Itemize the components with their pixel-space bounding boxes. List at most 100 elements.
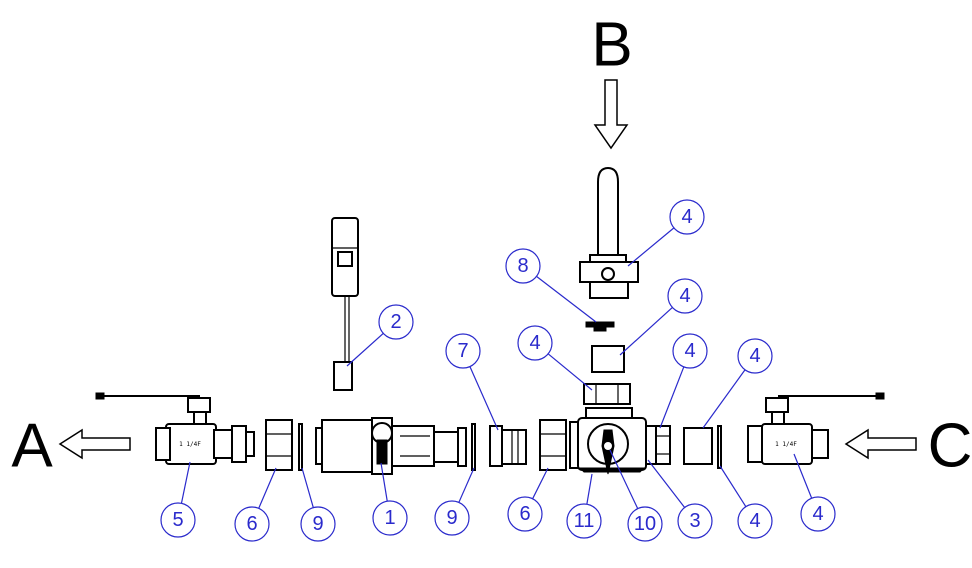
callout-number: 6: [246, 513, 257, 535]
callout-c-6-left: 6: [234, 506, 270, 542]
callout-c-11: 11: [566, 503, 602, 539]
callout-circle: [378, 304, 414, 340]
callout-c-4-nut: 4: [667, 278, 703, 314]
leader-c-10: [609, 449, 639, 509]
callout-c-2: 2: [378, 304, 414, 340]
callout-c-4-top: 4: [669, 199, 705, 235]
leader-c-3: [647, 459, 686, 508]
callout-circle: [566, 503, 602, 539]
callout-circle: [800, 496, 836, 532]
callout-number: 4: [749, 510, 760, 532]
callout-circle: [507, 496, 543, 532]
leader-c-6-left: [258, 467, 277, 509]
callout-circle: [737, 503, 773, 539]
callout-number: 8: [517, 255, 528, 277]
callout-c-5: 5: [160, 502, 196, 538]
leader-c-4-gasket: [719, 465, 747, 507]
callout-number: 5: [172, 509, 183, 531]
callout-number: 4: [679, 285, 690, 307]
callout-circle: [672, 333, 708, 369]
callout-number: 4: [684, 340, 695, 362]
letter-b: B: [591, 11, 632, 80]
callout-number: 3: [689, 510, 700, 532]
leader-c-6-right: [532, 467, 549, 500]
left-hex-nut: [265, 419, 293, 471]
callout-c-6-right: 6: [507, 496, 543, 532]
callout-number: 4: [529, 332, 540, 354]
arrow-down-b: [593, 79, 629, 150]
leader-c-4-tail-right: [702, 369, 746, 429]
leader-c-9-left: [301, 467, 314, 508]
leader-c-9-right: [458, 467, 475, 503]
leader-c-4-tail: [547, 353, 593, 391]
callout-c-4-ring: 4: [672, 333, 708, 369]
right-tail-piece: [683, 427, 713, 465]
callout-number: 6: [519, 503, 530, 525]
leader-c-4-ring: [659, 366, 685, 429]
callout-circle: [434, 500, 470, 536]
callout-leaders: [180, 227, 813, 509]
callout-c-3: 3: [677, 503, 713, 539]
right-hex-nut: [539, 419, 567, 471]
circulation-pump: [315, 417, 467, 475]
right-ball-valve: 1 1/4F: [747, 392, 885, 465]
mixing-valve: [569, 407, 659, 475]
callout-c-4-gasket: 4: [737, 503, 773, 539]
callout-number: 11: [574, 510, 595, 532]
leader-c-2: [346, 332, 384, 367]
leader-c-1: [380, 462, 388, 502]
callout-c-4-tail: 4: [517, 325, 553, 361]
left-valve-marking: 1 1/4F: [179, 441, 201, 448]
callout-circle: [300, 506, 336, 542]
arrow-left-a: [58, 428, 131, 460]
callout-circle: [669, 199, 705, 235]
callout-circle: [505, 248, 541, 284]
top-ball-valve: [579, 166, 639, 299]
callout-number: 7: [457, 340, 468, 362]
callout-circle: [677, 503, 713, 539]
callout-circle: [160, 502, 196, 538]
top-hex-nut: [583, 383, 631, 405]
callout-number: 9: [312, 513, 323, 535]
leader-c-4-top: [627, 227, 675, 267]
left-ball-valve: 1 1/4F: [95, 392, 255, 465]
callout-c-9-right: 9: [434, 500, 470, 536]
callout-circle: [445, 333, 481, 369]
callout-c-4-valve-right: 4: [800, 496, 836, 532]
right-valve-marking: 1 1/4F: [775, 441, 797, 448]
right-small-nut: [655, 425, 671, 465]
callout-number: 4: [749, 345, 760, 367]
callout-number: 1: [384, 507, 395, 529]
callout-bubbles: 4 8 4 4 2 7 4 4 5 6 9 1 9 6 11 10 3 4 4: [160, 199, 836, 542]
callout-c-4-tail-right: 4: [737, 338, 773, 374]
right-gasket: [471, 423, 476, 471]
callout-number: 10: [634, 513, 656, 535]
callout-number: 2: [390, 311, 401, 333]
leader-c-4-valve-right: [793, 453, 813, 499]
callout-number: 4: [681, 206, 692, 228]
pump-cable-plug: [331, 217, 359, 391]
callout-circle: [517, 325, 553, 361]
callout-c-7: 7: [445, 333, 481, 369]
callout-number: 4: [812, 503, 823, 525]
leader-c-8: [536, 275, 597, 323]
callout-c-9-left: 9: [300, 506, 336, 542]
callout-circle: [667, 278, 703, 314]
left-gasket: [298, 423, 303, 471]
right-flat-gasket: [717, 425, 722, 469]
top-gasket: [585, 321, 615, 332]
arrow-left-c: [844, 428, 917, 460]
callout-circle: [372, 500, 408, 536]
callout-number: 9: [446, 507, 457, 529]
leader-c-5: [180, 461, 191, 504]
top-tail-piece: [591, 345, 625, 373]
leader-c-11: [586, 473, 593, 505]
callout-c-10: 10: [627, 506, 663, 542]
callout-circle: [234, 506, 270, 542]
letter-c: C: [928, 412, 972, 481]
leader-c-4-nut: [619, 306, 673, 356]
callout-c-8: 8: [505, 248, 541, 284]
threaded-tail: [489, 425, 527, 467]
